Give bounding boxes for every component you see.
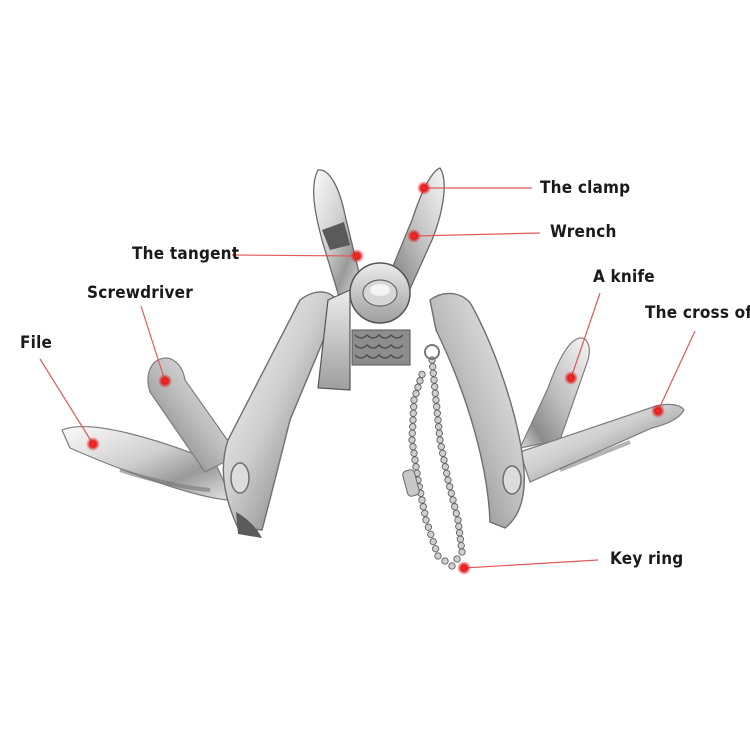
label-file: File	[20, 333, 53, 353]
chain-ball	[409, 416, 417, 424]
marker-dots	[86, 181, 665, 575]
chain-ball	[455, 522, 463, 531]
chain-ball	[449, 496, 457, 504]
chain-ball	[434, 552, 442, 560]
tangent-dot	[350, 249, 364, 263]
chain-ball	[457, 541, 465, 550]
label-wrench: Wrench	[550, 222, 617, 242]
chain-ball	[429, 537, 437, 546]
chain-ball	[433, 409, 441, 417]
chain-ball	[410, 396, 418, 404]
chain-ball	[431, 545, 440, 553]
chain-ball	[441, 463, 449, 471]
chain-ball	[412, 389, 420, 398]
chain-ball	[444, 476, 452, 484]
leader-lines	[39, 187, 696, 569]
chain-ball	[431, 383, 439, 391]
chain-ball	[416, 377, 424, 385]
label-key-ring: Key ring	[610, 549, 684, 569]
chain-ball	[451, 503, 459, 511]
chain-ball	[441, 557, 449, 565]
chain-ball	[458, 548, 466, 556]
chain-ball	[429, 363, 437, 371]
chain-ball	[440, 456, 448, 464]
chain-ball	[431, 389, 439, 397]
chain-ball	[453, 555, 461, 563]
chain-ball	[433, 403, 441, 411]
knife-dot	[564, 371, 578, 385]
screwdriver-dot	[158, 374, 172, 388]
chain-ball	[414, 383, 422, 391]
chain-ball	[429, 369, 437, 377]
chain-ball	[434, 416, 442, 424]
chain-ball	[408, 429, 416, 437]
chain-ball	[422, 516, 430, 524]
label-the-tangent: The tangent	[132, 244, 240, 264]
label-screwdriver: Screwdriver	[87, 283, 193, 303]
chain-ball	[409, 409, 417, 417]
chain-ball	[435, 423, 443, 431]
chain-ball	[408, 436, 416, 444]
chain-ball	[412, 463, 420, 471]
chain-ball	[436, 436, 444, 444]
chain-ball	[439, 449, 447, 457]
chain-ball	[411, 456, 419, 464]
chain-ball	[430, 376, 438, 384]
key-ring-clasp	[402, 344, 440, 497]
keyring-dot	[457, 561, 471, 575]
file-dot	[86, 437, 100, 451]
chain-ball	[432, 396, 440, 404]
chain-ball	[452, 509, 460, 517]
key-ring-chain	[408, 356, 466, 570]
screwdriver-blade	[147, 357, 239, 473]
label-the-clamp: The clamp	[540, 178, 631, 198]
chain-ball	[448, 562, 456, 570]
label-the-cross-of: The cross of	[645, 303, 750, 323]
chain-ball	[443, 469, 451, 477]
chain-ball	[454, 516, 462, 524]
chain-ball	[427, 530, 435, 539]
chain-ball	[446, 483, 454, 491]
chain-ball	[456, 535, 465, 543]
chain-ball	[418, 370, 426, 379]
chain-ball	[410, 403, 418, 411]
chain-ball	[410, 449, 418, 457]
chain-ball	[447, 489, 455, 497]
left-handle	[222, 291, 339, 538]
chain-ball	[409, 443, 417, 451]
pivot	[317, 262, 411, 391]
chain-ball	[418, 496, 426, 504]
wrench-dot	[407, 229, 421, 243]
chain-ball	[419, 503, 427, 511]
chain-ball	[424, 523, 433, 531]
right-handle	[429, 292, 526, 529]
cross-dot	[651, 404, 665, 418]
chain-ball	[437, 443, 445, 451]
chain-ball	[409, 423, 417, 431]
chain-ball	[421, 509, 429, 517]
label-a-knife: A knife	[593, 267, 655, 287]
chain-ball	[435, 429, 443, 437]
clamp-dot	[417, 181, 431, 195]
chain-ball	[455, 529, 464, 537]
